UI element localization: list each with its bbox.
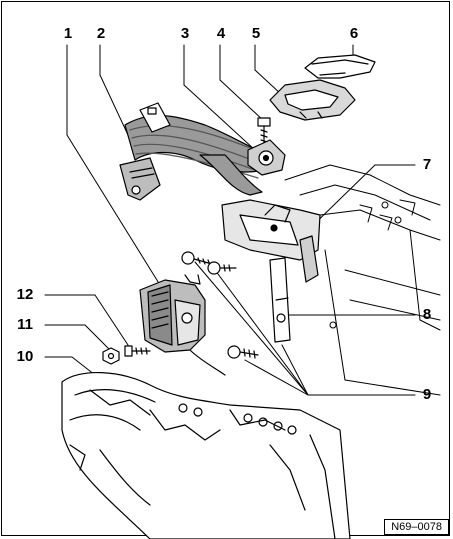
callout-2: 2 — [96, 25, 106, 42]
callout-6: 6 — [349, 25, 359, 42]
part-5-trim-cover — [269, 79, 356, 121]
part-9-bolts — [181, 251, 259, 359]
part-7-belt-guide-bracket — [221, 199, 321, 283]
callout-3: 3 — [180, 25, 190, 42]
part-11-nut — [102, 347, 120, 365]
callout-5: 5 — [251, 25, 261, 42]
part-2-3-belt-webbing — [119, 102, 266, 201]
callout-7: 7 — [422, 156, 432, 173]
reference-code-label: N69–0078 — [384, 519, 449, 535]
callout-12: 12 — [16, 286, 34, 303]
part-10-rear-seat-backrest — [61, 372, 351, 539]
callout-10: 10 — [16, 348, 34, 365]
part-1-belt-retractor — [139, 274, 226, 376]
callout-1: 1 — [63, 25, 73, 42]
callout-9: 9 — [422, 386, 432, 403]
part-3-anchor-fitting — [247, 139, 286, 176]
part-8-retaining-plate — [269, 257, 291, 343]
callout-8: 8 — [422, 306, 432, 323]
callout-4: 4 — [216, 25, 226, 42]
part-12-bolt — [124, 345, 151, 357]
vehicle-body-panel — [284, 164, 441, 396]
callout-11: 11 — [17, 316, 33, 333]
part-6-cover-cap — [304, 54, 376, 79]
